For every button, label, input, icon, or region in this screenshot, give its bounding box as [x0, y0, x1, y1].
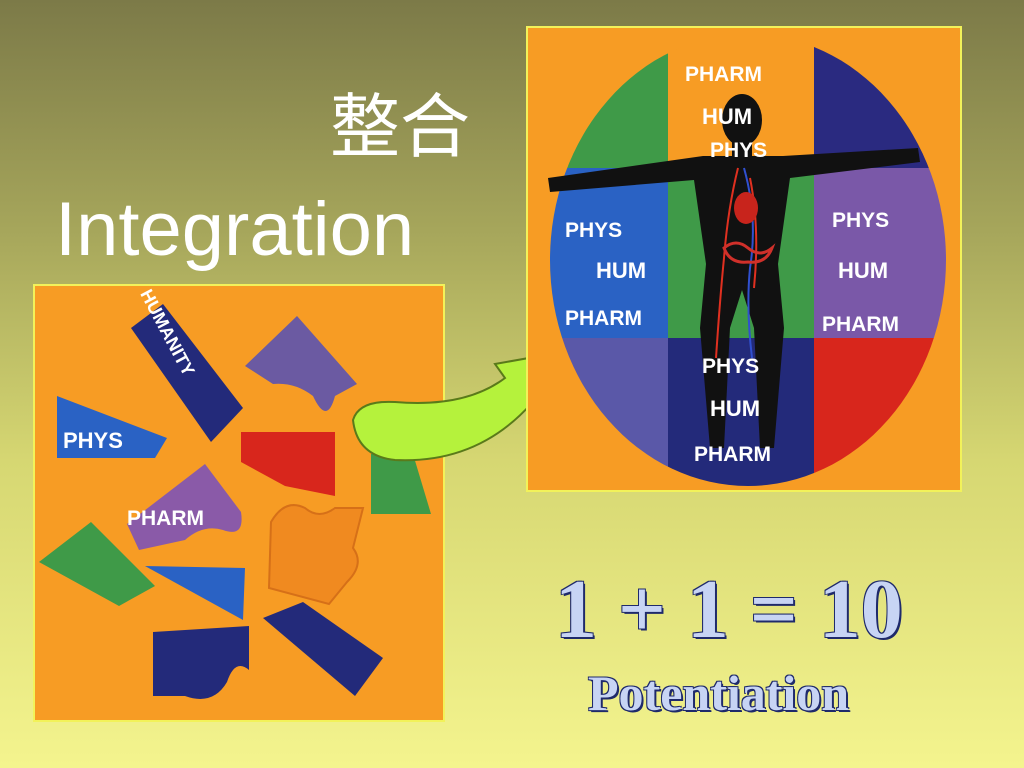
blue-shard-phys: [57, 396, 167, 458]
label-right-hum: HUM: [838, 258, 889, 283]
label-bottom-phys: PHYS: [702, 355, 760, 378]
green-shard-left: [39, 522, 155, 606]
title-english: Integration: [55, 187, 415, 272]
label-right-phys: PHYS: [832, 209, 890, 232]
label-top-hum: HUM: [702, 104, 753, 129]
navy-shard-right: [263, 602, 383, 696]
label-left-pharm: PHARM: [565, 307, 642, 330]
potentiation-text: Potentiation: [588, 665, 850, 721]
humanity-bar: [131, 304, 243, 442]
label-bottom-pharm: PHARM: [694, 443, 771, 466]
label-bottom-hum: HUM: [710, 396, 761, 421]
navy-shard-bottom: [153, 626, 249, 699]
label-left-phys: PHYS: [565, 219, 623, 242]
purple-shard-top: [245, 316, 357, 411]
fragments-illustration: [39, 304, 431, 699]
human-figure: [548, 94, 920, 448]
label-left-hum: HUM: [596, 258, 647, 283]
label-phys: PHYS: [63, 428, 123, 453]
green-shard-right: [371, 454, 431, 514]
blue-triangle: [145, 566, 245, 620]
figure-panel: PHARM HUM PHYS PHYS HUM PHARM PHYS HUM P…: [526, 26, 962, 492]
integration-wheel: [548, 34, 946, 486]
equation-text: 1 + 1 = 10: [555, 563, 903, 656]
label-pharm: PHARM: [127, 507, 204, 530]
red-shard: [241, 432, 335, 496]
orange-shard: [267, 504, 365, 606]
label-top-pharm: PHARM: [685, 63, 762, 86]
label-right-pharm: PHARM: [822, 313, 899, 336]
title-chinese: 整合: [330, 86, 470, 168]
fragments-panel: PHYS PHARM: [33, 284, 445, 722]
purple-shard-pharm: [127, 464, 242, 550]
label-top-phys: PHYS: [710, 139, 768, 162]
